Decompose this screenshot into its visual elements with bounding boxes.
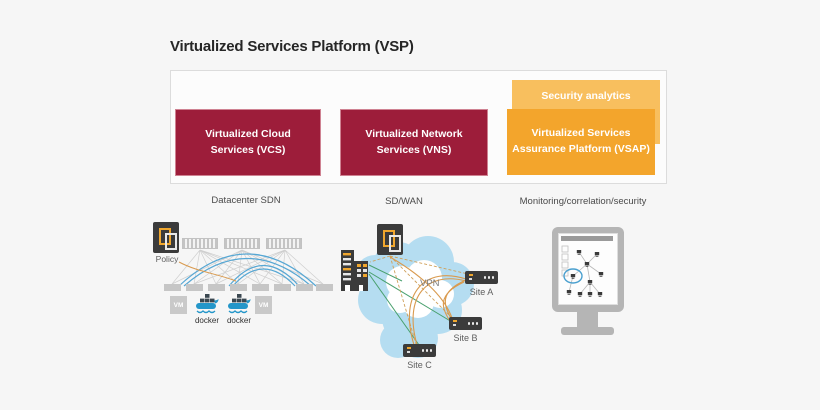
site-c-label: Site C bbox=[407, 360, 432, 370]
graph-edges bbox=[568, 251, 602, 295]
site-b-router-icon bbox=[449, 317, 482, 330]
policy-icon-front-sheet bbox=[389, 235, 401, 252]
policy-label: Policy bbox=[155, 254, 179, 264]
server-slot bbox=[296, 284, 313, 291]
docker-label: docker bbox=[226, 316, 251, 325]
vm-label: VM bbox=[173, 301, 184, 309]
vpn-swoosh-links bbox=[389, 256, 467, 346]
screen-toolbar bbox=[561, 236, 613, 241]
policy-dashed-links bbox=[369, 255, 469, 345]
vns-label-line2: Services (VNS) bbox=[376, 143, 452, 156]
network-topology-graph bbox=[561, 236, 613, 297]
router-led bbox=[453, 320, 457, 322]
vsap-label-line2: Assurance Platform (VSAP) bbox=[512, 143, 650, 155]
router-led bbox=[453, 324, 456, 326]
vns-box: Virtualized Network Services (VNS) bbox=[340, 109, 488, 176]
site-a-router-icon bbox=[465, 271, 498, 284]
vpn-label: VPN bbox=[420, 278, 440, 289]
server-slot bbox=[164, 284, 181, 291]
server-slot bbox=[316, 284, 333, 291]
section-label-sdwan: SD/WAN bbox=[385, 196, 423, 207]
router-ports bbox=[467, 322, 470, 325]
vcs-box: Virtualized Cloud Services (VCS) bbox=[175, 109, 321, 176]
sdn-blue-arcs bbox=[178, 253, 317, 287]
server-slot bbox=[186, 284, 203, 291]
switch-panel-icon bbox=[266, 238, 302, 249]
monitor-screen bbox=[558, 233, 618, 305]
vm-icon: VM bbox=[255, 296, 272, 314]
server-slot bbox=[230, 284, 247, 291]
section-label-monitoring: Monitoring/correlation/security bbox=[519, 196, 647, 207]
docker-label: docker bbox=[194, 316, 219, 325]
vcs-label-line2: Services (VCS) bbox=[210, 143, 286, 156]
router-led bbox=[469, 274, 473, 276]
graph-nodes bbox=[566, 250, 604, 297]
switch-panel-icon bbox=[182, 238, 218, 249]
vcs-label-line1: Virtualized Cloud bbox=[205, 127, 291, 140]
router-led bbox=[469, 278, 472, 280]
router-led bbox=[407, 347, 411, 349]
server-slot bbox=[252, 284, 269, 291]
switch-panel-icon bbox=[224, 238, 260, 249]
screen-side-list bbox=[561, 245, 569, 277]
vpn-cloud-inner bbox=[386, 260, 454, 318]
policy-icon bbox=[377, 224, 403, 255]
policy-icon-front-sheet bbox=[165, 233, 177, 250]
policy-icon bbox=[153, 222, 179, 253]
section-label-datacenter-sdn: Datacenter SDN bbox=[211, 195, 281, 206]
docker-whale-icon bbox=[228, 294, 251, 314]
router-ports bbox=[483, 276, 486, 279]
vsap-box: Virtualized Services Assurance Platform … bbox=[507, 109, 655, 175]
page-title: Virtualized Services Platform (VSP) bbox=[170, 38, 414, 55]
vm-label: VM bbox=[258, 301, 269, 309]
enterprise-building-icon bbox=[341, 250, 368, 291]
router-led bbox=[407, 351, 410, 353]
server-slot bbox=[208, 284, 225, 291]
vsap-label-line1: Virtualized Services bbox=[531, 127, 631, 140]
vns-label-line1: Virtualized Network bbox=[365, 127, 463, 140]
site-c-router-icon bbox=[403, 344, 436, 357]
security-analytics-label: Security analytics bbox=[541, 90, 631, 102]
docker-whale-icon bbox=[196, 294, 219, 314]
site-b-label: Site B bbox=[453, 333, 478, 343]
server-slot bbox=[274, 284, 291, 291]
router-ports bbox=[421, 349, 424, 352]
site-a-label: Site A bbox=[469, 287, 494, 297]
policy-pointer-line bbox=[178, 261, 237, 282]
vm-icon: VM bbox=[170, 296, 187, 314]
highlight-ellipse bbox=[563, 268, 583, 284]
sdn-mesh-lines bbox=[171, 249, 324, 287]
monitor-stand-base bbox=[561, 327, 614, 335]
monitor-stand-neck bbox=[577, 312, 598, 327]
